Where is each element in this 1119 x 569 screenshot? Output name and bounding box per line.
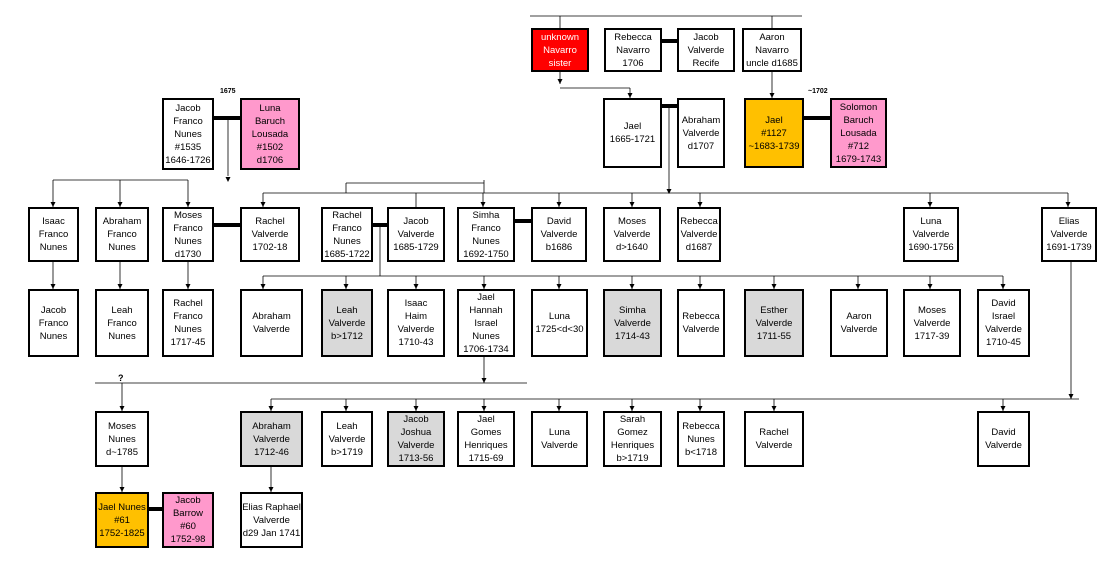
arrowhead [1000, 284, 1006, 289]
person-box[interactable]: Moses Valverde d>1640 [603, 207, 661, 262]
person-box[interactable]: Rachel Franco Nunes 1717-45 [162, 289, 214, 357]
person-box[interactable]: Luna 1725<d<30 [531, 289, 588, 357]
person-box[interactable]: Abraham Franco Nunes [95, 207, 149, 262]
arrowhead [557, 79, 563, 84]
arrowhead [1068, 394, 1074, 399]
person-box[interactable]: Rachel Valverde 1702-18 [240, 207, 300, 262]
person-box[interactable]: Luna Valverde 1690-1756 [903, 207, 959, 262]
arrowhead [117, 202, 123, 207]
person-box[interactable]: Simha Valverde 1714-43 [603, 289, 662, 357]
person-box[interactable]: Jacob Valverde Recife [677, 28, 735, 72]
person-box[interactable]: Jael Hannah Israel Nunes 1706-1734 [457, 289, 515, 357]
arrowhead [50, 284, 56, 289]
arrowhead [480, 202, 486, 207]
person-box[interactable]: Rebecca Valverde d1687 [677, 207, 721, 262]
person-box[interactable]: Jacob Franco Nunes [28, 289, 79, 357]
arrowhead [697, 406, 703, 411]
arrowhead [413, 406, 419, 411]
person-box[interactable]: Isaac Haim Valverde 1710-43 [387, 289, 445, 357]
person-box[interactable]: Moses Franco Nunes d1730 [162, 207, 214, 262]
person-box[interactable]: unknown Navarro sister [531, 28, 589, 72]
person-box[interactable]: Elias Valverde 1691-1739 [1041, 207, 1097, 262]
arrowhead [268, 406, 274, 411]
person-box[interactable]: Jael Gomes Henriques 1715-69 [457, 411, 515, 467]
person-box[interactable]: Luna Valverde [531, 411, 588, 467]
person-box[interactable]: Moses Valverde 1717-39 [903, 289, 961, 357]
person-box[interactable]: Rebecca Valverde [677, 289, 725, 357]
arrowhead [697, 202, 703, 207]
arrowhead [556, 406, 562, 411]
arrowhead [225, 177, 231, 182]
person-box[interactable]: Jacob Joshua Valverde 1713-56 [387, 411, 445, 467]
arrowhead [1000, 406, 1006, 411]
arrowhead [481, 406, 487, 411]
arrowhead [481, 284, 487, 289]
arrowhead [771, 406, 777, 411]
arrowhead [343, 284, 349, 289]
unknown-parent-annotation: ? [118, 373, 124, 383]
arrowhead [666, 189, 672, 194]
arrowhead [1065, 202, 1071, 207]
person-box[interactable]: Luna Baruch Lousada #1502 d1706 [240, 98, 300, 170]
person-box[interactable]: David Valverde [977, 411, 1030, 467]
person-box[interactable]: Leah Valverde b>1712 [321, 289, 373, 357]
arrowhead [117, 284, 123, 289]
person-box[interactable]: Leah Valverde b>1719 [321, 411, 373, 467]
person-box[interactable]: Jacob Valverde 1685-1729 [387, 207, 445, 262]
arrowhead [119, 487, 125, 492]
person-box[interactable]: Rebecca Navarro 1706 [604, 28, 662, 72]
arrowhead [556, 284, 562, 289]
person-box[interactable]: Abraham Valverde d1707 [677, 98, 725, 168]
arrowhead [769, 93, 775, 98]
arrowhead [413, 284, 419, 289]
person-box[interactable]: David Israel Valverde 1710-45 [977, 289, 1030, 357]
arrowhead [185, 202, 191, 207]
arrowhead [481, 378, 487, 383]
arrowhead [556, 202, 562, 207]
arrowhead [268, 487, 274, 492]
arrowhead [855, 284, 861, 289]
person-box[interactable]: Moses Nunes d~1785 [95, 411, 149, 467]
arrowhead [260, 202, 266, 207]
arrowhead [697, 284, 703, 289]
arrowhead [343, 406, 349, 411]
arrowhead [185, 284, 191, 289]
person-box[interactable]: Isaac Franco Nunes [28, 207, 79, 262]
person-box[interactable]: Jael 1665-1721 [603, 98, 662, 168]
person-box[interactable]: Aaron Navarro uncle d1685 [742, 28, 802, 72]
arrowhead [927, 202, 933, 207]
arrowhead [629, 284, 635, 289]
person-box[interactable]: Sarah Gomez Henriques b>1719 [603, 411, 662, 467]
person-box[interactable]: Rachel Franco Nunes 1685-1722 [321, 207, 373, 262]
arrowhead [629, 202, 635, 207]
person-box[interactable]: Abraham Valverde 1712-46 [240, 411, 303, 467]
arrowhead [260, 284, 266, 289]
person-box[interactable]: Jael #1127 ~1683-1739 [744, 98, 804, 168]
arrowhead [50, 202, 56, 207]
person-box[interactable]: Solomon Baruch Lousada #712 1679-1743 [830, 98, 887, 168]
arrowhead [629, 406, 635, 411]
person-box[interactable]: Jacob Barrow #60 1752-98 [162, 492, 214, 548]
person-box[interactable]: Jael Nunes #61 1752-1825 [95, 492, 149, 548]
person-box[interactable]: David Valverde b1686 [531, 207, 587, 262]
arrowhead [627, 93, 633, 98]
person-box[interactable]: Abraham Valverde [240, 289, 303, 357]
arrowhead [927, 284, 933, 289]
person-box[interactable]: Aaron Valverde [830, 289, 888, 357]
arrowhead [771, 284, 777, 289]
person-box[interactable]: Rachel Valverde [744, 411, 804, 467]
marriage-year-annotation: 1675 [220, 88, 236, 95]
person-box[interactable]: Jacob Franco Nunes #1535 1646-1726 [162, 98, 214, 170]
person-box[interactable]: Elias Raphael Valverde d29 Jan 1741 [240, 492, 303, 548]
marriage-year-annotation: ~1702 [808, 88, 828, 95]
person-box[interactable]: Rebecca Nunes b<1718 [677, 411, 725, 467]
arrowhead [119, 406, 125, 411]
person-box[interactable]: Leah Franco Nunes [95, 289, 149, 357]
person-box[interactable]: Esther Valverde 1711-55 [744, 289, 804, 357]
person-box[interactable]: Simha Franco Nunes 1692-1750 [457, 207, 515, 262]
